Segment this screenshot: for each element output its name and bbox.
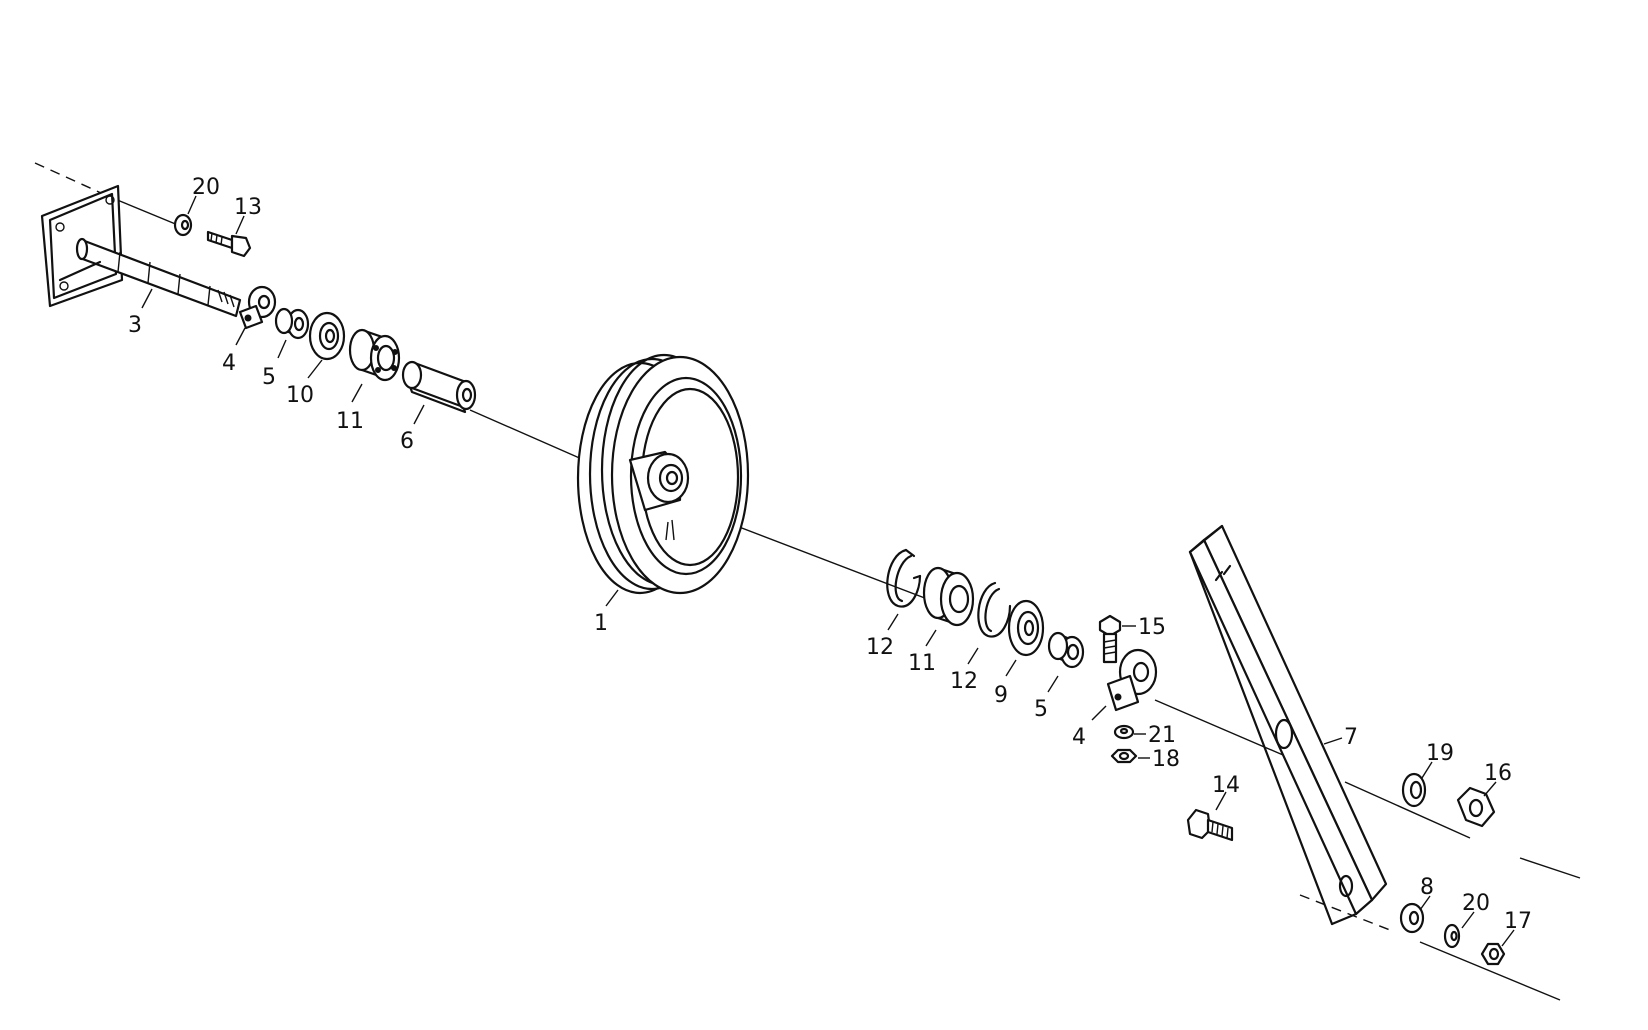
part-17-nut <box>1480 942 1506 966</box>
label-18: 18 <box>1152 747 1180 772</box>
label-11-right: 11 <box>908 651 936 676</box>
part-4-clamp-left <box>238 285 277 330</box>
label-4-right: 4 <box>1072 725 1086 750</box>
part-7-arm <box>1188 524 1388 926</box>
part-20-lock-washer-top <box>173 213 193 237</box>
part-11-bearing-left <box>348 328 401 382</box>
label-21: 21 <box>1148 723 1176 748</box>
part-12-circlip-a <box>886 548 922 608</box>
label-5-right: 5 <box>1034 697 1048 722</box>
part-21-washer <box>1113 724 1135 740</box>
label-20-top: 20 <box>192 175 220 200</box>
part-10-seal <box>308 311 346 361</box>
part-18-nut <box>1110 748 1138 764</box>
part-12-circlip-b <box>977 581 1012 638</box>
label-8: 8 <box>1420 875 1434 900</box>
label-7: 7 <box>1344 725 1358 750</box>
part-15-bolt <box>1098 614 1122 664</box>
label-16: 16 <box>1484 761 1512 786</box>
label-19: 19 <box>1426 741 1454 766</box>
label-5-left: 5 <box>262 365 276 390</box>
label-15: 15 <box>1138 615 1166 640</box>
part-5-spacer-right <box>1047 631 1085 669</box>
label-12-b: 12 <box>950 669 978 694</box>
part-16-nut <box>1456 786 1496 828</box>
label-20-bottom: 20 <box>1462 891 1490 916</box>
label-13: 13 <box>234 195 262 220</box>
part-labels: 20 13 3 4 5 10 11 6 1 12 11 12 9 5 15 4 … <box>128 175 1532 934</box>
part-8-washer <box>1399 902 1425 934</box>
part-1-pulley <box>576 353 750 595</box>
label-14: 14 <box>1212 773 1240 798</box>
label-1: 1 <box>594 611 608 636</box>
part-19-lock-washer <box>1401 772 1427 808</box>
label-10: 10 <box>286 383 314 408</box>
part-5-spacer-left <box>274 307 310 340</box>
part-6-sleeve <box>401 360 477 414</box>
part-20-lock-washer-bottom <box>1443 923 1461 949</box>
label-11-left: 11 <box>336 409 364 434</box>
part-11-bearing-right <box>922 566 975 627</box>
label-9: 9 <box>994 683 1008 708</box>
part-3-plate-shaft <box>40 184 242 318</box>
label-6: 6 <box>400 429 414 454</box>
label-17: 17 <box>1504 909 1532 934</box>
part-9-seal <box>1007 599 1045 657</box>
part-4-clamp-right <box>1106 648 1158 712</box>
part-13-bolt <box>206 230 252 258</box>
label-3: 3 <box>128 313 142 338</box>
part-14-bolt <box>1186 808 1234 842</box>
label-4-left: 4 <box>222 351 236 376</box>
leader-lines <box>141 195 1515 947</box>
label-12-a: 12 <box>866 635 894 660</box>
